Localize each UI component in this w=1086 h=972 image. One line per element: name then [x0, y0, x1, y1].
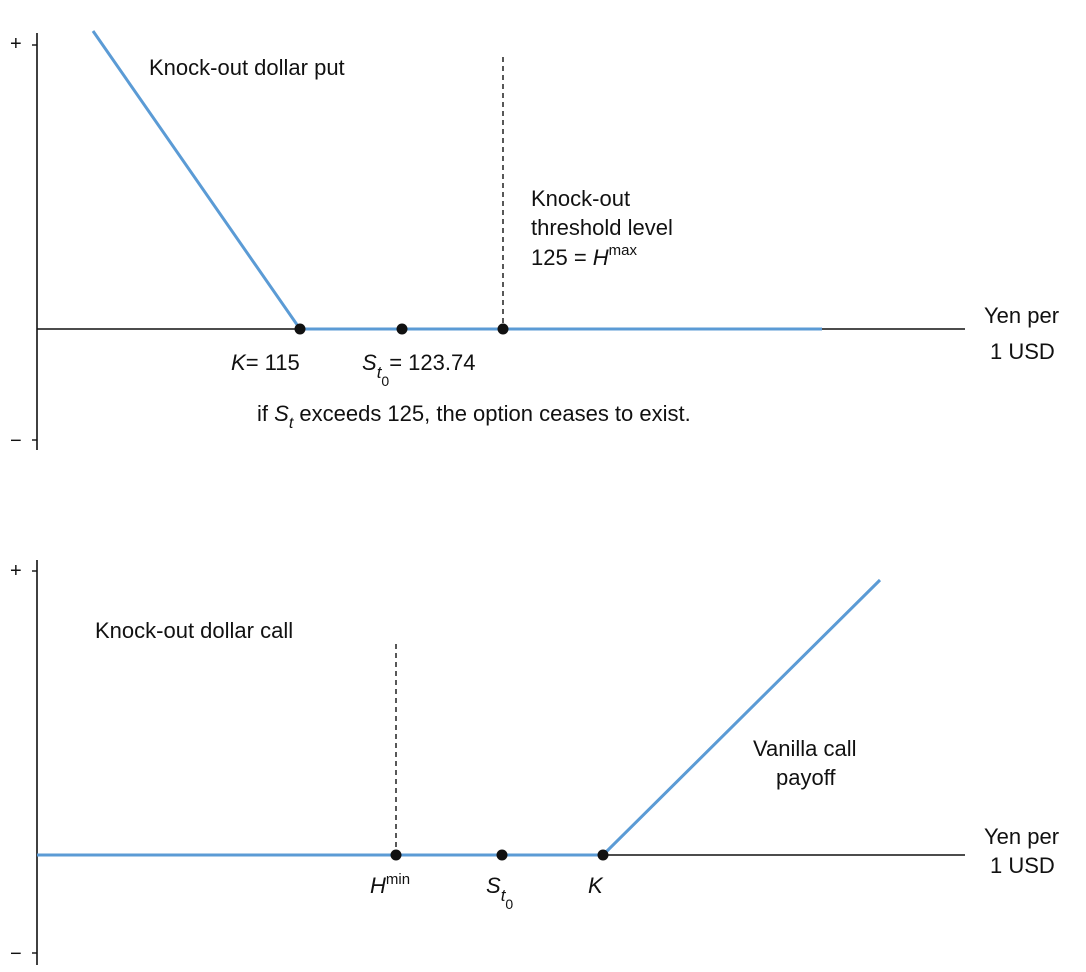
put-barrier-superscript: max	[609, 242, 638, 259]
put-note-post: exceeds 125, the option ceases to exist.	[293, 401, 690, 426]
call-spot-label: St0	[486, 873, 513, 912]
put-strike-value: = 115	[246, 350, 300, 375]
call-strike-label: K	[588, 873, 604, 898]
put-title: Knock-out dollar put	[149, 55, 345, 80]
put-barrier-label-line1: Knock-out	[531, 186, 630, 211]
put-spot-symbol: S	[362, 350, 377, 375]
put-note-sub: t	[289, 415, 294, 432]
put-note-symbol: S	[274, 401, 289, 426]
call-y-plus-label: +	[10, 560, 22, 582]
put-knockout-note: if St exceeds 125, the option ceases to …	[257, 401, 691, 432]
put-barrier-value-prefix: 125 =	[531, 245, 593, 270]
put-strike-symbol: K	[231, 350, 247, 375]
put-strike-point	[294, 323, 306, 335]
put-y-plus-label: +	[10, 33, 22, 55]
put-barrier-point	[497, 323, 509, 335]
put-y-minus-label: −	[10, 430, 22, 452]
put-x-label-line1: Yen per	[984, 303, 1059, 328]
put-panel: + − Knock-out dollar put Knock-out thres…	[10, 30, 1059, 452]
put-strike-label: K= 115	[231, 350, 300, 375]
call-spot-subsub: 0	[505, 896, 513, 912]
put-x-label-line2: 1 USD	[990, 339, 1055, 364]
call-title: Knock-out dollar call	[95, 618, 293, 643]
put-barrier-label-line2: threshold level	[531, 215, 673, 240]
call-barrier-point	[390, 849, 402, 861]
call-annotation-line1: Vanilla call	[753, 736, 857, 761]
put-spot-value: = 123.74	[389, 350, 475, 375]
put-spot-point	[396, 323, 408, 335]
put-spot-subsub: 0	[381, 373, 389, 389]
call-spot-sub: t	[501, 886, 507, 905]
call-barrier-symbol: H	[370, 873, 386, 898]
call-annotation-line2: payoff	[776, 765, 836, 790]
call-panel: + − Knock-out dollar call Vanilla call p…	[10, 560, 1059, 965]
call-x-label-line2: 1 USD	[990, 853, 1055, 878]
call-y-minus-label: −	[10, 943, 22, 965]
call-barrier-superscript: min	[386, 871, 410, 888]
call-x-label-line1: Yen per	[984, 824, 1059, 849]
call-spot-symbol: S	[486, 873, 501, 898]
call-barrier-label: Hmin	[370, 871, 410, 898]
put-barrier-value: 125 = Hmax	[531, 242, 638, 270]
put-note-pre: if	[257, 401, 274, 426]
put-spot-sub: t	[377, 363, 383, 382]
call-spot-point	[496, 849, 508, 861]
put-barrier-symbol: H	[593, 245, 609, 270]
call-strike-point	[597, 849, 609, 861]
put-spot-label: St0= 123.74	[362, 350, 475, 389]
